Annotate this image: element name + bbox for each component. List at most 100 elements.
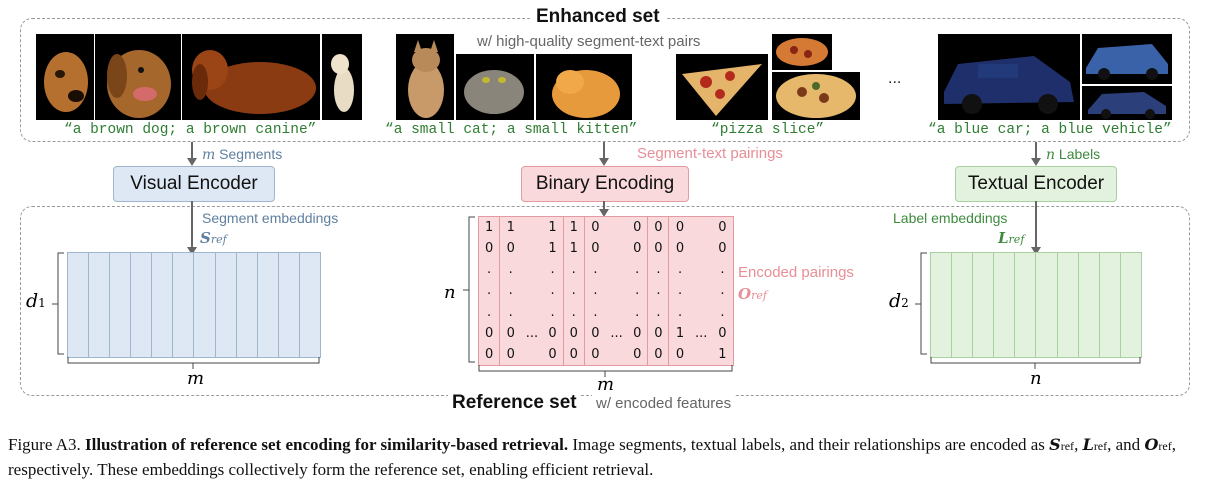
binary-matrix-cell [606, 259, 627, 280]
binary-matrix-cell [691, 259, 712, 280]
binary-matrix-cell: ... [525, 325, 539, 341]
pizza-image-3 [772, 72, 860, 120]
binary-matrix-cell: 1 [542, 217, 564, 239]
reference-set-title: Reference set [448, 392, 581, 414]
binary-matrix-cell [691, 302, 712, 323]
textual-col-bracket [930, 357, 1141, 369]
pizza-image-1 [676, 54, 768, 120]
d2-label: d2 [889, 290, 909, 312]
binary-matrix-cell: 0 [627, 238, 649, 260]
binary-matrix-cell: . [508, 304, 513, 320]
binary-matrix-cell: . [648, 280, 670, 302]
arrow-visual-down [191, 201, 193, 249]
s-ref-symbol: Sref [200, 229, 227, 247]
binary-matrix-cell: . [542, 259, 564, 281]
binary-matrix-cell: 1 [506, 220, 515, 236]
arrow-binary-down-head [599, 209, 609, 217]
binary-n-label: n [444, 282, 456, 303]
binary-matrix-cell: . [479, 280, 501, 302]
binary-matrix-cell [521, 280, 542, 301]
binary-matrix-cell: . [564, 301, 585, 323]
arrow-binary-down [603, 201, 605, 211]
cat-image-2 [456, 54, 534, 120]
binary-matrix-cell: . [720, 262, 725, 278]
binary-matrix-cell: 0 [648, 238, 670, 260]
enhanced-set-title: Enhanced set [530, 6, 666, 28]
arrow-segments [191, 142, 193, 160]
binary-matrix-cell: . [542, 280, 564, 302]
binary-matrix-cell: 1 [564, 238, 585, 260]
arrow-segments-head [187, 158, 197, 166]
binary-matrix-cell [521, 217, 542, 238]
binary-matrix-cell: 1 [564, 217, 585, 239]
binary-matrix-cell: . [648, 301, 670, 323]
reference-set-subtitle: w/ encoded features [592, 395, 736, 412]
binary-matrix-cell: ... [695, 325, 708, 341]
binary-matrix-cell: . [479, 301, 501, 323]
figure-caption: Figure A3. Illustration of reference set… [8, 435, 1176, 479]
binary-matrix-cell: 0 [591, 346, 600, 362]
binary-matrix-cell: . [678, 262, 683, 278]
labels-label: n Labels [1046, 146, 1101, 163]
binary-matrix-cell [521, 259, 542, 280]
binary-matrix-cell [606, 217, 627, 238]
binary-matrix-cell [606, 302, 627, 323]
binary-row-bracket [463, 216, 475, 363]
binary-matrix-cell: 0 [627, 343, 649, 365]
binary-matrix-cell: 0 [479, 238, 501, 260]
caption-dog: “a brown dog; a brown canine” [64, 122, 317, 138]
binary-matrix-cell: . [627, 280, 649, 302]
binary-matrix-cell: 1 [479, 217, 501, 239]
binary-matrix-cell: . [479, 259, 501, 281]
caption-pizza: “pizza slice” [711, 122, 825, 138]
binary-encoding-box: Binary Encoding [521, 166, 689, 202]
car-image-1 [938, 34, 1080, 120]
binary-matrix-cell [521, 344, 542, 365]
segments-label: m Segments [202, 146, 283, 163]
label-embeddings-label: Label embeddings [893, 210, 1008, 226]
binary-matrix-cell: . [542, 301, 564, 323]
visual-encoder-box: Visual Encoder [113, 166, 275, 202]
binary-matrix-cell: . [627, 301, 649, 323]
binary-m-label: m [597, 374, 615, 395]
textual-embedding-matrix [930, 252, 1142, 358]
arrow-textual-down-head [1031, 247, 1041, 255]
car-image-2 [1082, 34, 1172, 84]
binary-matrix-cell: 0 [718, 241, 727, 257]
binary-matrix-cell: 0 [506, 346, 515, 362]
arrow-labels-head [1031, 158, 1041, 166]
binary-matrix-cell: . [564, 280, 585, 302]
binary-matrix-cell: 0 [591, 220, 600, 236]
visual-row-bracket [52, 252, 64, 355]
binary-matrix-cell: 0 [627, 217, 649, 239]
dog-image-4 [322, 34, 362, 120]
binary-matrix-cell: 1 [675, 325, 685, 341]
encoded-pairings-label: Encoded pairings [738, 264, 854, 281]
binary-matrix-cell: . [593, 283, 598, 299]
binary-matrix-cell: 0 [506, 241, 515, 257]
o-ref-symbol: Oref [738, 285, 767, 303]
binary-matrix-cell: . [678, 283, 683, 299]
binary-matrix-cell: . [648, 259, 670, 281]
binary-matrix-cell: 0 [542, 343, 564, 365]
binary-matrix-cell: ... [610, 325, 623, 341]
binary-matrix-cell [691, 217, 712, 238]
binary-matrix-cell [691, 280, 712, 301]
binary-matrix-cell: 0 [648, 343, 670, 365]
arrow-visual-down-head [187, 247, 197, 255]
binary-matrix-cell: 0 [564, 343, 585, 365]
binary-matrix-cell: . [678, 304, 683, 320]
dog-image-2 [95, 34, 181, 120]
pairings-label: Segment-text pairings [637, 145, 783, 162]
d1-label: d1 [26, 290, 46, 312]
cat-image-1 [396, 34, 454, 120]
binary-matrix-cell: 0 [542, 322, 564, 344]
binary-matrix-cell: . [593, 304, 598, 320]
arrow-pairings [603, 142, 605, 160]
dog-image-3 [182, 34, 320, 120]
binary-matrix-cell: 1 [542, 238, 564, 260]
dog-image-1 [36, 34, 94, 120]
binary-matrix-cell: . [627, 259, 649, 281]
binary-matrix-cell [606, 238, 627, 259]
